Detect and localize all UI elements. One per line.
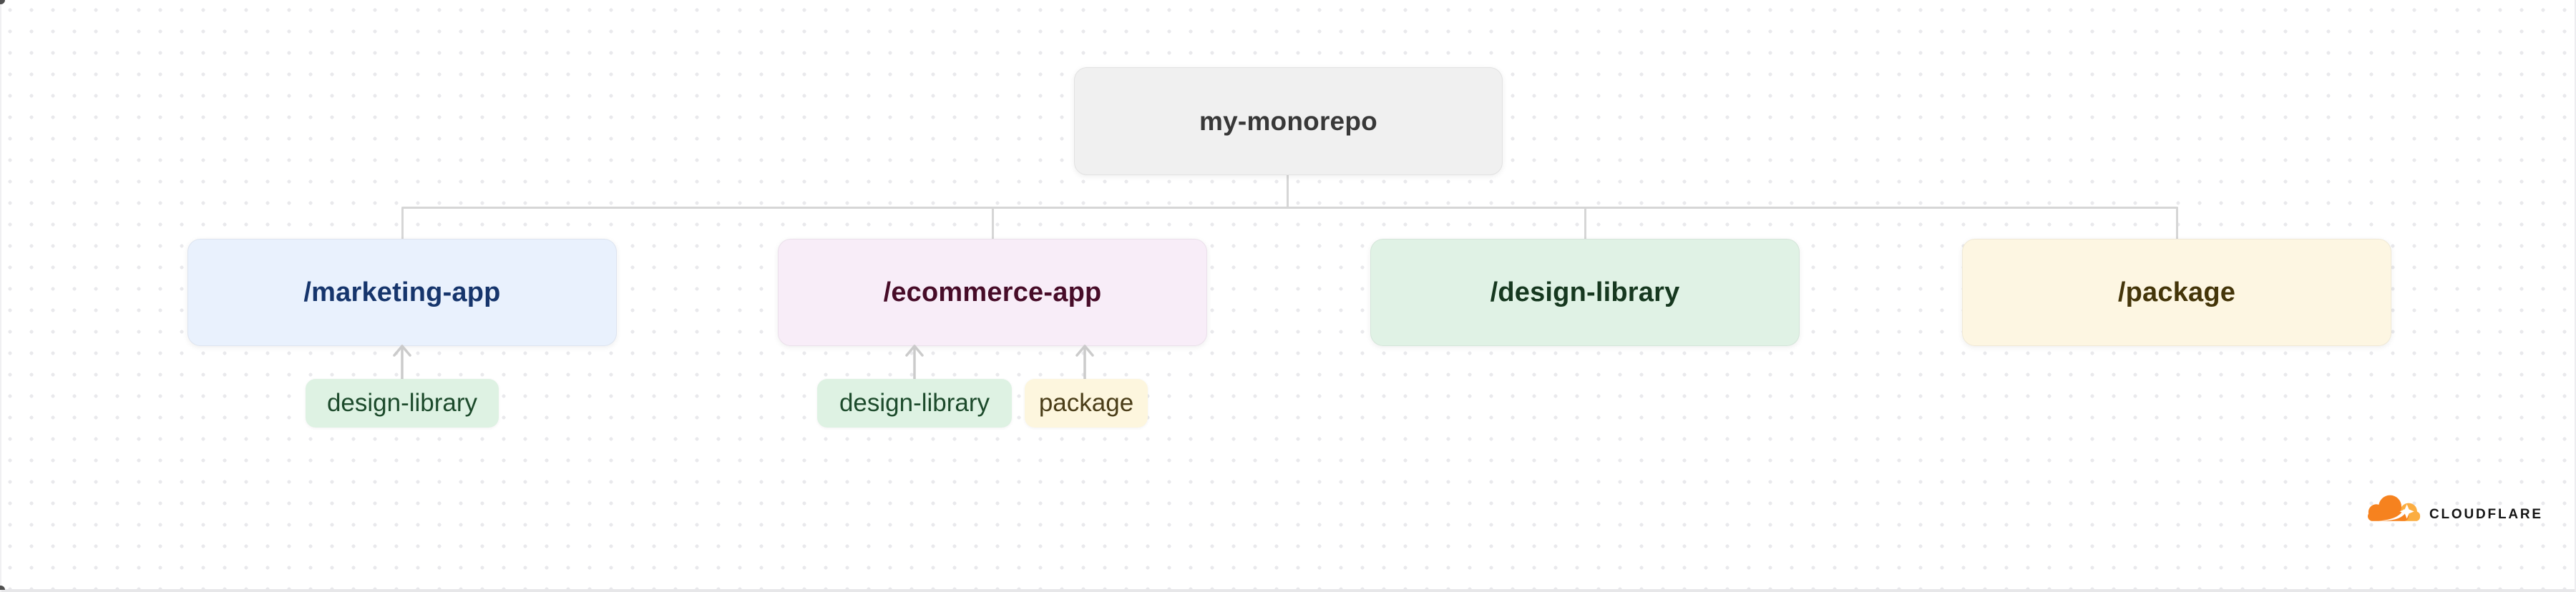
cloudflare-wordmark: CLOUDFLARE [2429,506,2543,522]
canvas-bottom-edge [0,589,2576,592]
cloudflare-logo: CLOUDFLARE [2364,493,2543,525]
canvas-right-edge [2575,0,2576,592]
dependency-tag-design-library: design-library [817,379,1012,428]
connector-drop-marketing-app [401,208,404,239]
node-ecommerce-app: /ecommerce-app [778,239,1207,346]
node-marketing-app-label: /marketing-app [303,277,501,307]
node-package: /package [1962,239,2391,346]
dependency-arrow-marketing-design-library [391,343,413,380]
connector-drop-package [2176,208,2178,239]
connector-root-stem [1287,175,1289,208]
window-corner-artifact [0,0,5,4]
arrow-up-icon [393,345,411,380]
dependency-arrow-ecommerce-package [1074,343,1096,380]
node-design-library-label: /design-library [1490,277,1680,307]
cloudflare-cloud-icon [2368,495,2421,521]
connector-drop-design-library [1584,208,1586,239]
window-corner-artifact [0,586,5,590]
arrow-up-icon [905,345,924,380]
dependency-tag-label: design-library [839,389,990,417]
node-ecommerce-app-label: /ecommerce-app [883,277,1102,307]
node-design-library: /design-library [1370,239,1800,346]
arrow-up-icon [1075,345,1094,380]
dependency-tag-label: design-library [326,389,478,417]
dependency-arrow-ecommerce-design-library [904,343,925,380]
canvas-left-edge [0,0,1,592]
dependency-tag-design-library: design-library [306,379,499,428]
connector-drop-ecommerce-app [992,208,994,239]
node-package-label: /package [2117,277,2236,307]
node-marketing-app: /marketing-app [187,239,617,346]
dependency-tag-label: package [1038,389,1134,417]
connector-horizontal [401,207,2178,209]
dependency-tag-package: package [1025,379,1148,428]
node-my-monorepo-label: my-monorepo [1199,106,1377,136]
node-my-monorepo: my-monorepo [1074,67,1503,175]
